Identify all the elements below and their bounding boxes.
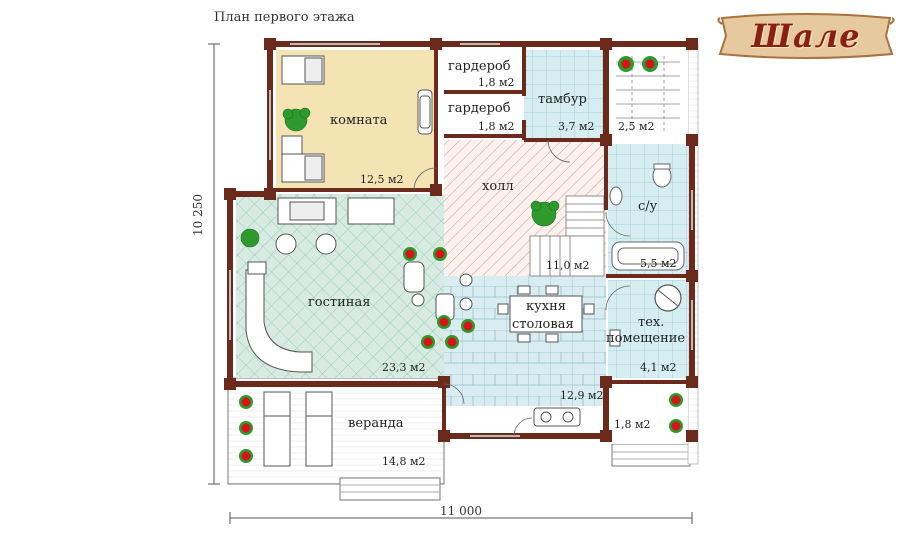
area-label-su: 5,5 м2	[640, 257, 677, 270]
area-label-tambur: 3,7 м2	[558, 120, 595, 133]
area-label-tech: 4,1 м2	[640, 361, 677, 374]
area-label-garderob-2: 1,8 м2	[478, 120, 515, 133]
area-label-porch-bottom: 1,8 м2	[614, 418, 651, 431]
windows	[229, 43, 693, 437]
room-tambur	[524, 50, 606, 140]
room-label-komnata: комната	[330, 113, 388, 128]
plan-title: План первого этажа	[214, 10, 355, 25]
brand-banner	[717, 13, 895, 59]
doors	[413, 139, 631, 437]
room-label-kuhnya-line1: кухня	[526, 299, 566, 314]
room-label-kuhnya-line2: столовая	[512, 317, 574, 332]
dimension-width: 11 000	[440, 504, 482, 518]
brand-logo-text: Шале	[751, 17, 861, 55]
plants	[240, 107, 560, 248]
veranda-deck	[227, 377, 445, 485]
room-label-su: с/у	[638, 199, 658, 214]
area-label-kuhnya: 12,9 м2	[560, 389, 604, 402]
flowers	[239, 56, 683, 463]
room-label-holl: холл	[482, 179, 514, 194]
area-label-komnata: 12,5 м2	[360, 173, 404, 186]
area-label-holl: 11,0 м2	[546, 259, 590, 272]
area-label-veranda: 14,8 м2	[382, 455, 426, 468]
room-label-veranda: веранда	[348, 416, 404, 431]
area-label-garderob-1: 1,8 м2	[478, 76, 515, 89]
room-label-gostinaya: гостиная	[308, 295, 371, 310]
dimension-lines	[208, 43, 693, 524]
room-label-garderob-2: гардероб	[448, 101, 511, 116]
area-label-porch-top: 2,5 м2	[618, 120, 655, 133]
room-label-tech-line1: тех.	[638, 315, 665, 330]
room-label-garderob-1: гардероб	[448, 59, 511, 74]
dimension-height: 10 250	[191, 194, 205, 236]
interior-walls	[276, 44, 692, 440]
room-label-tech-line2: помещение	[606, 331, 686, 346]
wall-posts	[224, 38, 698, 442]
area-label-gostinaya: 23,3 м2	[382, 361, 426, 374]
room-label-tambur: тамбур	[538, 92, 587, 107]
veranda-steps	[339, 477, 441, 501]
porch-steps-bottom	[611, 443, 691, 467]
